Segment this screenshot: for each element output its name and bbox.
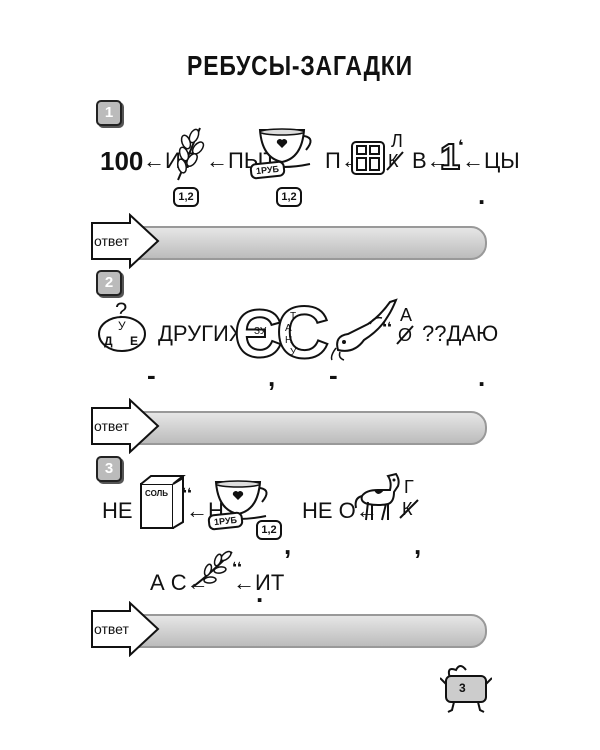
p1-badge-a: 1,2 [173, 187, 199, 207]
strike-icon [386, 151, 404, 171]
cup-icon-2 [213, 480, 268, 520]
answer-label-1: ответ [94, 233, 129, 249]
p2-letter-e: Е [130, 334, 139, 348]
answer-arrow-2 [91, 398, 160, 454]
answer-field-3[interactable] [98, 614, 487, 648]
p3-salt-label: СОЛЬ [145, 489, 168, 498]
answer-label-2: ответ [94, 418, 129, 434]
p2-text-dayu: ??ДАЮ [422, 321, 499, 346]
strike-icon-2 [396, 325, 414, 345]
salt-box-icon [140, 475, 186, 529]
p3-text-ne-2: НЕ О← [302, 498, 378, 523]
p2-letter-d: Д [104, 334, 113, 348]
catfish-icon [330, 298, 398, 361]
p1-letter-l: Л [391, 131, 403, 151]
p1-text-100: 100 [100, 146, 144, 176]
p2-question: ? [115, 298, 128, 323]
page-title: РЕБУСЫ-ЗАГАДКИ [187, 50, 413, 81]
p1-text-tsy: ←ЦЫ [462, 148, 520, 173]
answer-arrow-1 [91, 213, 160, 269]
p3-badge-rub: 1РУБ [207, 511, 244, 531]
answer-label-3: ответ [94, 621, 129, 637]
p3-text-ne-1: НЕ [102, 498, 133, 523]
p3-end-dot: . [256, 578, 264, 608]
p2-text-drugikh: ДРУГИХ [158, 321, 244, 346]
p2-comma: , [268, 362, 276, 392]
apostrophe-icon-3: ❛❛ [182, 486, 192, 502]
p2-dash-2: - [329, 360, 338, 390]
puzzle-number-3: 3 [96, 456, 122, 482]
p1-letter-k: К [388, 151, 399, 171]
puzzle-number-2: 2 [96, 270, 122, 296]
p1-end-dot: . [478, 180, 486, 210]
p1-badge-b: 1,2 [276, 187, 302, 207]
p3-letter-k: К [402, 499, 413, 519]
answer-arrow-3 [91, 601, 160, 657]
letter-s-outline: С [275, 291, 330, 374]
p3-text-as: А С← [150, 570, 209, 595]
p2-dash-1: - [147, 360, 156, 390]
apostrophe-icon: ❛ [458, 136, 464, 155]
answer-field-1[interactable] [98, 226, 487, 260]
p3-comma-1: , [284, 530, 292, 560]
circle-icon [98, 316, 146, 352]
p3-badge-c: 1,2 [256, 520, 282, 540]
p2-letter-n: Н [285, 335, 293, 346]
p1-badge-rub: 1РУБ [249, 160, 286, 180]
p2-text-zu: ЗУ [254, 326, 267, 337]
apostrophe-icon-4: ❛❛ [232, 560, 242, 576]
p1-text-v: В← [412, 148, 449, 173]
sprig-icon [193, 550, 233, 587]
horse-icon [354, 472, 400, 521]
letter-e-outline: Є [233, 296, 283, 372]
apostrophe-icon-2: ❛❛ [382, 320, 392, 336]
p1-digit-one: 1 [439, 135, 461, 178]
p2-letter-a: А [285, 323, 292, 334]
strike-icon-3 [399, 499, 419, 519]
p2-end-dot: . [478, 362, 486, 392]
puzzle-number-1: 1 [96, 100, 122, 126]
p2-letter-u2: У [290, 347, 297, 358]
box-grid-icon [351, 141, 385, 175]
p3-comma-2: , [414, 530, 422, 560]
p3-text-it: ←ИТ [233, 570, 285, 595]
page-number: 3 [459, 681, 466, 695]
p2-letter-t: Т [290, 311, 297, 322]
p3-letter-g: Г [404, 477, 414, 497]
p2-letter-u: У [118, 319, 126, 333]
p2-letter-a2: А [400, 305, 413, 325]
wheat-icon [176, 127, 205, 181]
page-mascot-icon [440, 665, 492, 713]
